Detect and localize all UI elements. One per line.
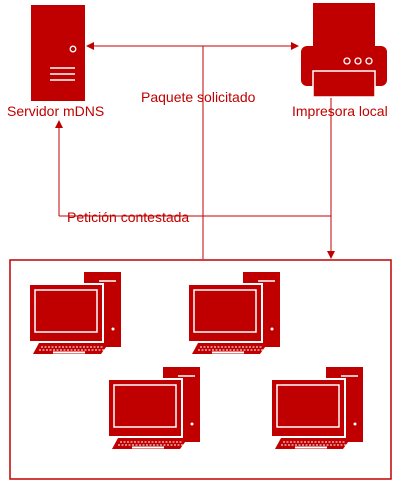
- server-icon: [31, 5, 85, 101]
- desktop-computer-icon: [107, 366, 201, 450]
- printer-label: Impresora local: [292, 103, 388, 119]
- connectors: [58, 45, 332, 259]
- server-label: Servidor mDNS: [7, 103, 104, 119]
- desktop-computer-icon: [270, 366, 364, 450]
- computer-3: [107, 366, 201, 450]
- printer-icon: [301, 3, 387, 98]
- computer-2: [187, 271, 281, 355]
- answer-label: Petición contestada: [67, 209, 189, 225]
- local-network-box: [9, 259, 392, 480]
- arrowheads: [55, 42, 335, 259]
- packet-label: Paquete solicitado: [141, 89, 256, 105]
- computer-1: [28, 271, 122, 355]
- desktop-computer-icon: [28, 271, 122, 355]
- computer-4: [270, 366, 364, 450]
- desktop-computer-icon: [187, 271, 281, 355]
